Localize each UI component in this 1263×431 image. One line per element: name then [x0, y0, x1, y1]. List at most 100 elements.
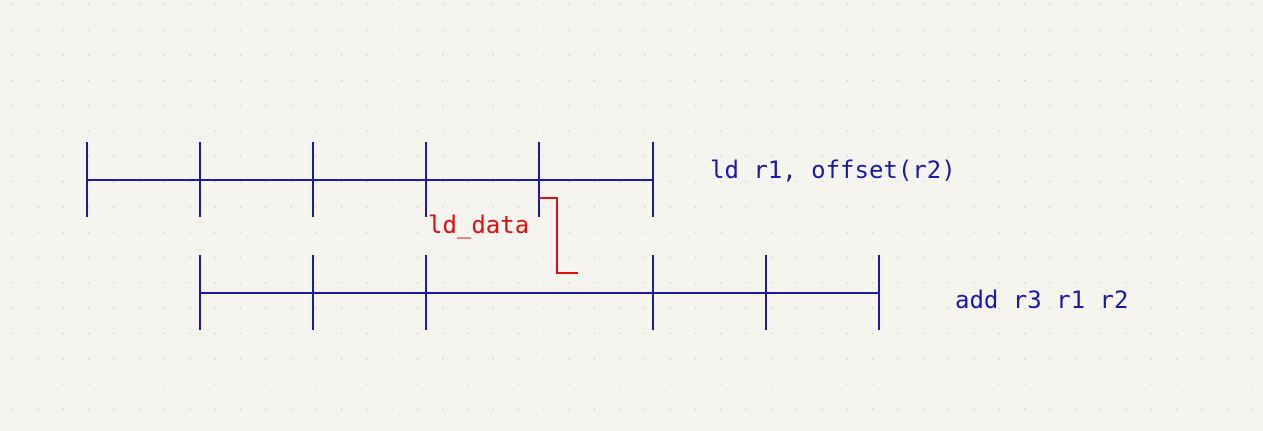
grid-dot	[113, 155, 115, 157]
grid-dot	[872, 307, 874, 309]
grid-dot	[897, 105, 899, 107]
grid-dot	[62, 307, 64, 309]
grid-dot	[265, 79, 267, 82]
grid-dot	[442, 206, 444, 208]
grid-dot	[897, 79, 899, 82]
grid-dot	[163, 307, 165, 309]
grid-dot	[821, 105, 823, 107]
grid-dot	[265, 307, 267, 309]
grid-dot	[872, 29, 874, 31]
grid-dot	[340, 4, 343, 6]
grid-dot	[189, 257, 191, 259]
grid-dot	[37, 181, 39, 183]
grid-dot	[340, 79, 343, 82]
grid-dot	[416, 29, 418, 31]
grid-dot	[948, 4, 950, 6]
grid-dot	[1125, 257, 1127, 259]
grid-dot	[948, 408, 950, 410]
grid-dot	[796, 257, 798, 259]
instruction-label-ld: ld r1, offset(r2)	[710, 156, 956, 184]
grid-dot	[315, 282, 317, 284]
grid-dot	[37, 4, 39, 6]
grid-dot	[1201, 206, 1203, 208]
grid-dot	[998, 383, 1000, 385]
grid-dot	[1099, 79, 1102, 82]
grid-dot	[113, 206, 115, 208]
grid-dot	[846, 79, 849, 82]
grid-dot	[1201, 105, 1203, 107]
grid-dot	[998, 257, 1000, 259]
grid-dot	[340, 257, 343, 259]
grid-dot	[796, 408, 798, 410]
grid-dot	[442, 231, 444, 233]
grid-dot	[467, 282, 469, 284]
grid-dot	[593, 54, 596, 56]
grid-dot	[62, 130, 64, 132]
grid-dot	[1226, 105, 1228, 107]
grid-dot	[872, 54, 874, 56]
grid-dot	[619, 29, 621, 31]
grid-dot	[290, 29, 292, 31]
grid-dot	[796, 231, 798, 233]
grid-dot	[846, 181, 849, 183]
grid-dot	[87, 130, 90, 132]
grid-dot	[568, 181, 570, 183]
grid-dot	[12, 358, 14, 360]
grid-dot	[1125, 383, 1127, 385]
grid-dot	[644, 307, 646, 309]
grid-dot	[998, 282, 1000, 284]
grid-dot	[593, 231, 596, 233]
grid-dot	[366, 181, 368, 183]
grid-dot	[189, 231, 191, 233]
grid-dot	[897, 231, 899, 233]
grid-dot	[1226, 282, 1228, 284]
grid-dot	[1150, 206, 1152, 208]
grid-dot	[518, 257, 520, 259]
grid-dot	[113, 332, 115, 335]
grid-dot	[1150, 79, 1152, 82]
grid-dot	[948, 54, 950, 56]
grid-dot	[1201, 79, 1203, 82]
grid-dot	[1074, 206, 1076, 208]
grid-dot	[568, 358, 570, 360]
grid-dot	[163, 54, 165, 56]
grid-dot	[239, 206, 241, 208]
grid-dot	[948, 358, 950, 360]
grid-dot	[593, 130, 596, 132]
grid-dot	[290, 231, 292, 233]
grid-dot	[1074, 155, 1076, 157]
grid-dot	[771, 332, 773, 335]
grid-dot	[897, 206, 899, 208]
grid-dot	[1099, 282, 1102, 284]
grid-dot	[239, 231, 241, 233]
grid-dot	[568, 206, 570, 208]
grid-dot	[518, 332, 520, 335]
grid-dot	[821, 358, 823, 360]
grid-dot	[113, 282, 115, 284]
grid-dot	[214, 383, 216, 385]
grid-dot	[340, 130, 343, 132]
grid-dot	[593, 29, 596, 31]
grid-dot	[290, 307, 292, 309]
grid-dot	[492, 105, 494, 107]
grid-dot	[467, 130, 469, 132]
grid-dot	[568, 408, 570, 410]
grid-dot	[846, 54, 849, 56]
grid-dot	[543, 29, 545, 31]
grid-dot	[189, 181, 191, 183]
grid-dot	[1125, 181, 1127, 183]
grid-dot	[720, 257, 722, 259]
grid-dot	[745, 282, 747, 284]
grid-dot	[1074, 105, 1076, 107]
grid-dot	[771, 408, 773, 410]
grid-dot	[214, 155, 216, 157]
grid-dot	[442, 4, 444, 6]
grid-dot	[745, 54, 747, 56]
grid-dot	[619, 130, 621, 132]
grid-dot	[1099, 231, 1102, 233]
grid-dot	[897, 383, 899, 385]
grid-dot	[239, 29, 241, 31]
grid-dot	[163, 130, 165, 132]
grid-dot	[214, 105, 216, 107]
grid-dot	[12, 54, 14, 56]
